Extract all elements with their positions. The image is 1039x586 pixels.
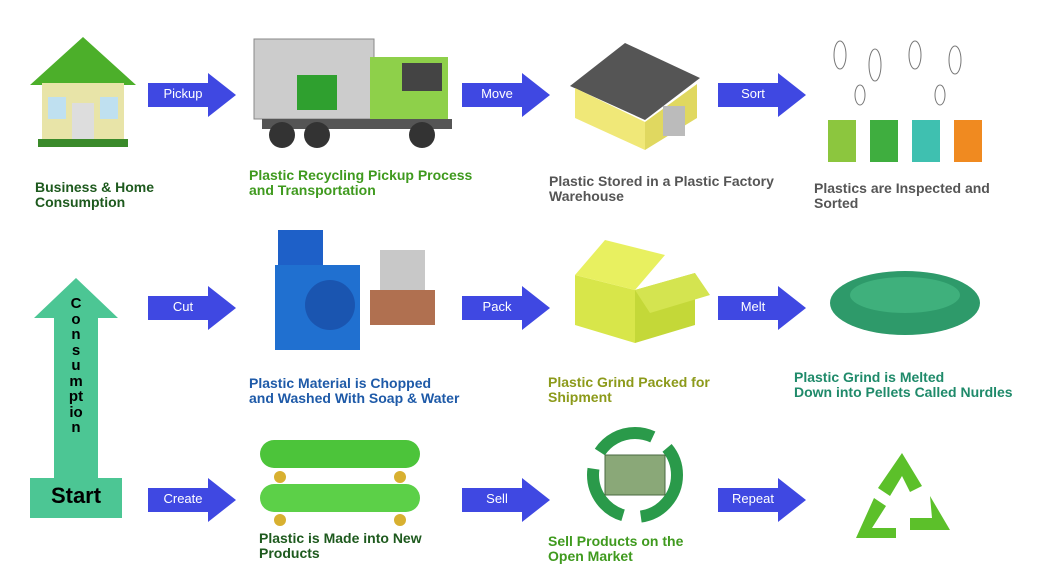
right-arrow-icon	[462, 478, 550, 522]
arrow-pickup: Pickup	[148, 73, 236, 117]
arrow-melt: Melt	[718, 286, 806, 330]
arrow-cut: Cut	[148, 286, 236, 330]
right-arrow-icon	[718, 73, 806, 117]
caption-line: Down into Pellets Called Nurdles	[794, 384, 1013, 400]
right-arrow-icon	[148, 73, 236, 117]
caption-line: Plastic Material is Chopped	[249, 375, 432, 391]
arrow-label: Pickup	[163, 86, 203, 101]
skateboard-image	[260, 440, 420, 526]
right-arrow-icon	[718, 478, 806, 522]
right-arrow-icon	[148, 286, 236, 330]
caption-line: Plastic is Made into New	[259, 530, 422, 546]
caption-line: Sell Products on the	[548, 533, 684, 549]
arrow-label: Melt	[740, 299, 766, 314]
up-arrow-icon	[30, 278, 122, 518]
start-label: Start	[50, 483, 102, 508]
caption-line: Products	[259, 545, 320, 561]
caption-line: Open Market	[548, 548, 633, 564]
consumption-label: Consumption	[68, 295, 84, 436]
caption-line: Warehouse	[549, 188, 624, 204]
arrow-repeat: Repeat	[718, 478, 806, 522]
nurdles-pellets-image	[830, 271, 980, 335]
cardboard-box-image	[575, 240, 710, 343]
house-image	[30, 37, 136, 147]
arrow-pack: Pack	[462, 286, 550, 330]
arrow-label: Repeat	[732, 491, 774, 506]
right-arrow-icon	[148, 478, 236, 522]
arrow-sell: Sell	[462, 478, 550, 522]
caption-line: Plastic Recycling Pickup Process	[249, 167, 473, 183]
caption-line: Sorted	[814, 195, 859, 211]
garbage-truck-image	[253, 38, 452, 148]
arrow-create: Create	[148, 478, 236, 522]
consumption-start-arrow: Consumption Start	[30, 278, 122, 518]
arrow-sort: Sort	[718, 73, 806, 117]
caption-line: Consumption	[35, 194, 126, 210]
sorted-plastics-bins-image	[828, 40, 982, 162]
arrow-label: Sell	[486, 491, 508, 506]
arrow-move: Move	[462, 73, 550, 117]
money-cycle-image	[587, 427, 683, 523]
arrow-label: Sort	[741, 86, 765, 101]
caption-line: Plastic Stored in a Plastic Factory	[549, 173, 774, 189]
right-arrow-icon	[462, 286, 550, 330]
caption-line: Shipment	[548, 389, 612, 405]
arrow-label: Cut	[172, 299, 194, 314]
right-arrow-icon	[718, 286, 806, 330]
shredder-machine-image	[275, 230, 435, 350]
caption-line: Plastics are Inspected and	[814, 180, 990, 196]
recycle-symbol-icon	[856, 453, 950, 538]
right-arrow-icon	[462, 73, 550, 117]
caption-line: and Transportation	[249, 182, 376, 198]
arrow-label: Move	[481, 86, 513, 101]
caption-line: Plastic Grind is Melted	[794, 369, 945, 385]
caption-line: and Washed With Soap & Water	[249, 390, 460, 406]
caption-line: Plastic Grind Packed for	[548, 374, 710, 390]
arrow-label: Pack	[482, 299, 512, 314]
arrow-label: Create	[163, 491, 203, 506]
warehouse-image	[570, 43, 700, 150]
caption-line: Business & Home	[35, 179, 155, 195]
